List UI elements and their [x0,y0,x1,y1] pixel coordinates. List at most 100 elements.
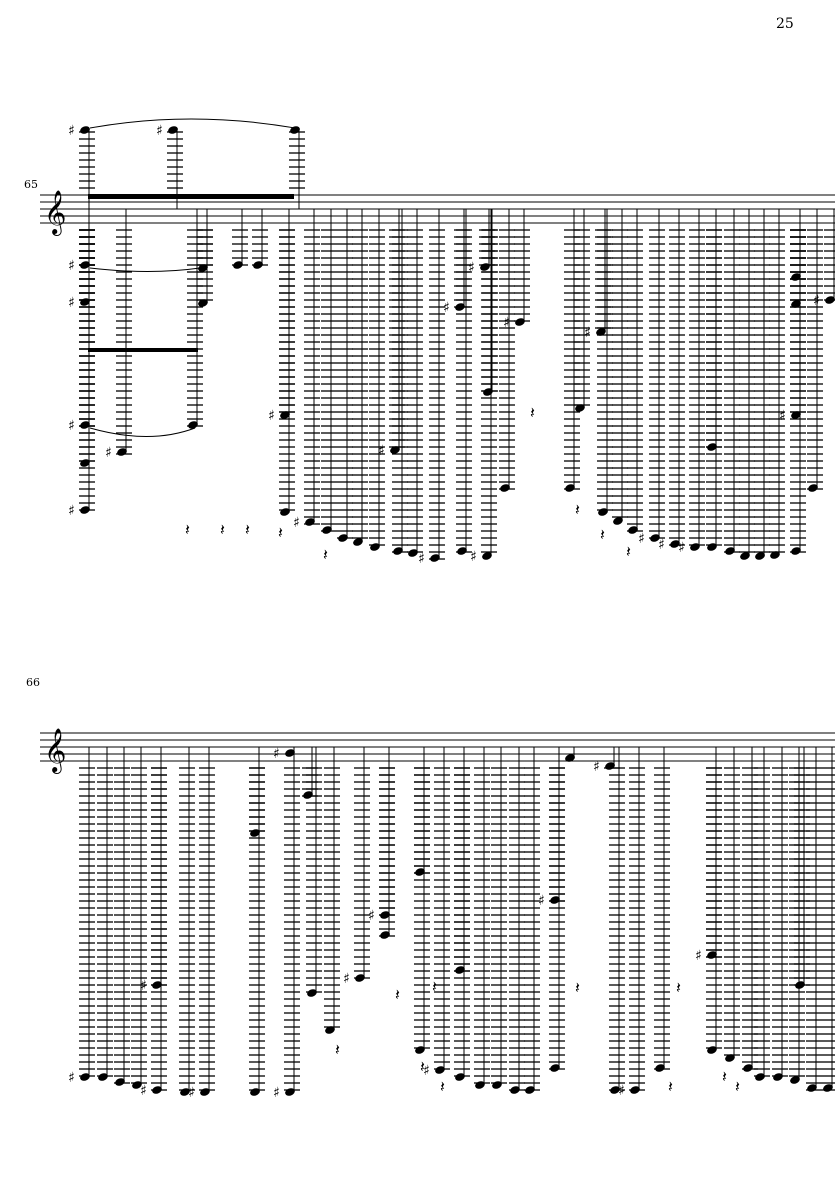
sharp-icon: ♯ [443,300,450,316]
note-head [380,931,390,939]
note-head [455,966,465,974]
note-head [250,1088,260,1096]
note-head [285,749,295,757]
note-head [565,484,575,492]
note-head [380,911,390,919]
sharp-icon: ♯ [813,293,820,309]
quarter-rest-icon: 𝄽 [278,523,283,542]
sharp-icon: ♯ [68,295,75,311]
note-head [280,508,290,516]
quarter-rest-icon: 𝄽 [440,1077,445,1096]
sharp-icon: ♯ [68,123,75,139]
quarter-rest-icon: 𝄽 [432,977,437,996]
quarter-rest-icon: 𝄽 [676,978,681,997]
note-head [510,1086,520,1094]
note-head [435,1066,445,1074]
note-head [355,974,365,982]
note-head [80,506,90,514]
measure-number-65: 65 [24,178,38,191]
slur [89,118,296,129]
note-head [80,421,90,429]
sharp-icon: ♯ [468,260,475,276]
note-head [808,484,818,492]
quarter-rest-icon: 𝄽 [722,1067,727,1086]
treble-clef-icon: 𝄞 [44,190,66,236]
sharp-icon: ♯ [68,258,75,274]
sharp-icon: ♯ [268,408,275,424]
note-head [390,446,400,454]
note-head [770,551,780,559]
note-head [80,126,90,134]
note-head [303,791,313,799]
note-head [755,1073,765,1081]
note-head [725,547,735,555]
note-head [791,547,801,555]
sharp-icon: ♯ [368,908,375,924]
note-head [825,296,835,304]
sharp-icon: ♯ [68,1070,75,1086]
quarter-rest-icon: 𝄽 [575,500,580,519]
sharp-icon: ♯ [293,515,300,531]
note-head [285,1088,295,1096]
note-head [198,299,208,307]
quarter-rest-icon: 𝄽 [735,1077,740,1096]
note-head [98,1073,108,1081]
note-head [650,534,660,542]
note-head [525,1086,535,1094]
note-head [630,1086,640,1094]
sharp-icon: ♯ [273,746,280,762]
note-head [565,754,575,762]
note-head [455,1073,465,1081]
note-head [152,981,162,989]
sharp-icon: ♯ [105,445,112,461]
note-head [575,404,585,412]
tie [89,267,201,272]
sharp-icon: ♯ [470,549,477,565]
note-head [670,540,680,548]
note-head [115,1078,125,1086]
note-head [550,1064,560,1072]
measure-number-66: 66 [26,676,40,689]
beam [88,194,294,199]
quarter-rest-icon: 𝄽 [220,520,225,539]
sharp-icon: ♯ [658,537,665,553]
note-head [457,547,467,555]
note-head [280,411,290,419]
note-head [305,518,315,526]
quarter-rest-icon: 𝄽 [575,978,580,997]
sharp-icon: ♯ [423,1063,430,1079]
note-head [790,1076,800,1084]
note-head [198,264,208,272]
sharp-icon: ♯ [418,551,425,567]
sharp-icon: ♯ [593,759,600,775]
sharp-icon: ♯ [68,418,75,434]
treble-clef-icon: 𝄞 [44,728,66,774]
note-head [152,1086,162,1094]
quarter-rest-icon: 𝄽 [668,1077,673,1096]
page-number: 25 [776,16,794,32]
note-head [807,1084,817,1092]
note-head [253,261,263,269]
note-head [132,1081,142,1089]
quarter-rest-icon: 𝄽 [185,520,190,539]
note-head [80,1073,90,1081]
note-head [743,1064,753,1072]
note-head [180,1088,190,1096]
quarter-rest-icon: 𝄽 [395,985,400,1004]
note-head [550,896,560,904]
note-head [370,543,380,551]
note-head [233,261,243,269]
quarter-rest-icon: 𝄽 [600,525,605,544]
note-head [188,421,198,429]
note-head [408,549,418,557]
note-head [773,1073,783,1081]
note-head [492,1081,502,1089]
note-head [740,552,750,560]
quarter-rest-icon: 𝄽 [245,520,250,539]
note-head [482,552,492,560]
note-head [755,552,765,560]
note-head [628,526,638,534]
sharp-icon: ♯ [584,325,591,341]
note-head [613,517,623,525]
note-head [483,388,493,396]
